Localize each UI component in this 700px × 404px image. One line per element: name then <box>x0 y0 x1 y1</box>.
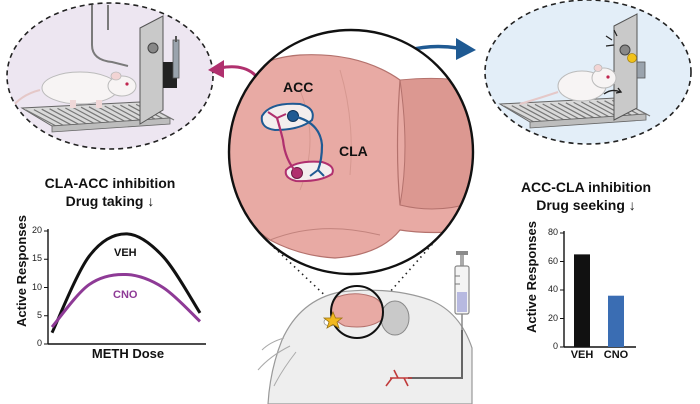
bar-chart-y-tick-label: 40 <box>547 284 558 294</box>
right-panel-subtitle: Drug seeking ↓ <box>536 197 636 213</box>
grid-bar <box>573 101 604 119</box>
grid-bar <box>550 103 581 121</box>
line-chart-y-tick-label: 15 <box>31 253 42 264</box>
cla-arrowhead <box>208 60 224 78</box>
line-chart <box>44 229 206 345</box>
grid-bar <box>557 102 589 120</box>
bar-veh <box>574 254 590 347</box>
catheter-line <box>408 330 463 379</box>
cno-series-label: CNO <box>113 289 138 301</box>
grid-bar <box>511 105 543 123</box>
small-zoom-circle <box>322 285 384 339</box>
bar-chart-y-tick-label: 20 <box>547 312 558 323</box>
grid-bar <box>57 107 88 125</box>
grid-bar <box>519 104 550 122</box>
bar-category-cno: CNO <box>603 349 629 361</box>
grid-bar <box>72 107 104 125</box>
bar-category-veh: VEH <box>570 349 594 361</box>
vein-icon <box>385 369 412 387</box>
brain-zoom-circle <box>227 28 475 276</box>
veh-series-line <box>50 232 202 334</box>
grid-bar <box>80 106 112 124</box>
line-chart-y-tick-label: 10 <box>31 281 42 292</box>
right-rat <box>519 64 623 105</box>
left-panel-subtitle: Drug taking ↓ <box>65 193 155 209</box>
left-rat <box>9 71 137 111</box>
veh-series-label: VEH <box>114 247 137 259</box>
grid-bar <box>33 109 65 127</box>
bar-chart-y-label: Active Responses <box>524 221 539 333</box>
syringe-icon <box>454 251 470 330</box>
cno-series-line <box>50 272 202 329</box>
acc-label: ACC <box>283 79 314 95</box>
right-panel-title: ACC-CLA inhibition <box>520 179 652 195</box>
zoom-line-left <box>265 239 333 303</box>
left-panel-title: CLA-ACC inhibition <box>44 175 176 191</box>
grid-bar <box>65 107 96 125</box>
bar-chart <box>560 231 636 348</box>
grid-bar <box>41 108 73 126</box>
line-chart-y-tick-label: 0 <box>36 338 42 348</box>
left-operant-chamber-bubble <box>6 2 214 150</box>
grid-bar <box>581 101 612 119</box>
brain-site-star <box>322 310 344 329</box>
grid-bar <box>96 105 128 123</box>
acc-arrowhead <box>456 38 476 60</box>
grid-bar <box>112 105 143 123</box>
cla-acc-projection <box>275 117 298 174</box>
grid-bar <box>104 105 135 123</box>
bar-chart-y-tick-label: 80 <box>547 227 558 237</box>
line-chart-x-label: METH Dose <box>91 346 165 361</box>
grid-bar <box>503 105 535 123</box>
cla-label: CLA <box>339 143 368 159</box>
bar-cno <box>608 295 624 347</box>
grid-bar <box>542 103 573 121</box>
bar-chart-y-tick-label: 0 <box>552 341 558 351</box>
grid-bar <box>565 102 597 120</box>
grid-bar <box>25 109 57 127</box>
acc-cla-projection <box>292 114 324 171</box>
line-chart-y-tick-label: 5 <box>36 309 42 320</box>
grid-bar <box>534 103 566 121</box>
grid-bar <box>88 106 120 124</box>
line-chart-y-tick-label: 20 <box>31 225 42 235</box>
grid-bar <box>526 104 558 122</box>
bar-chart-y-tick-label: 60 <box>547 255 558 266</box>
grid-bar <box>49 108 80 126</box>
right-operant-chamber-bubble <box>484 0 692 145</box>
